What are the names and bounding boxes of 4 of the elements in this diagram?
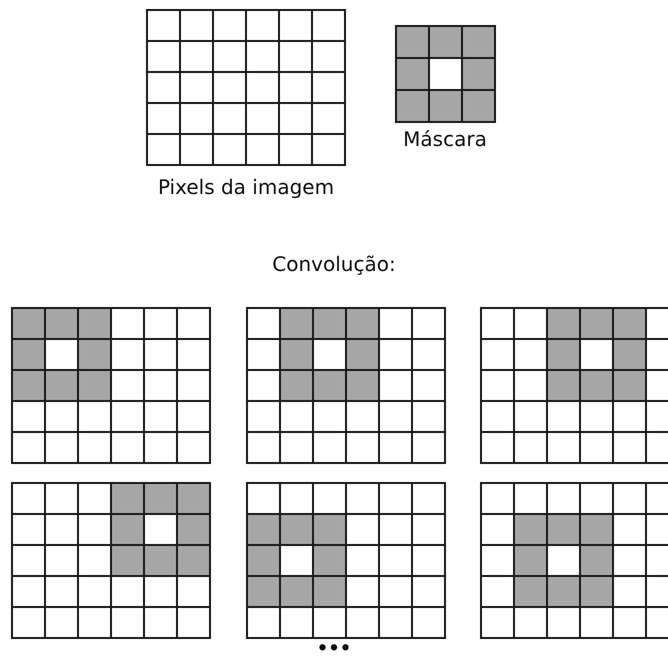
caption-label: Convolução: (272, 254, 396, 274)
caption-label: Pixels da imagem (158, 177, 334, 197)
caption-label: Máscara (403, 129, 487, 149)
ellipsis-label: ••• (316, 640, 352, 658)
